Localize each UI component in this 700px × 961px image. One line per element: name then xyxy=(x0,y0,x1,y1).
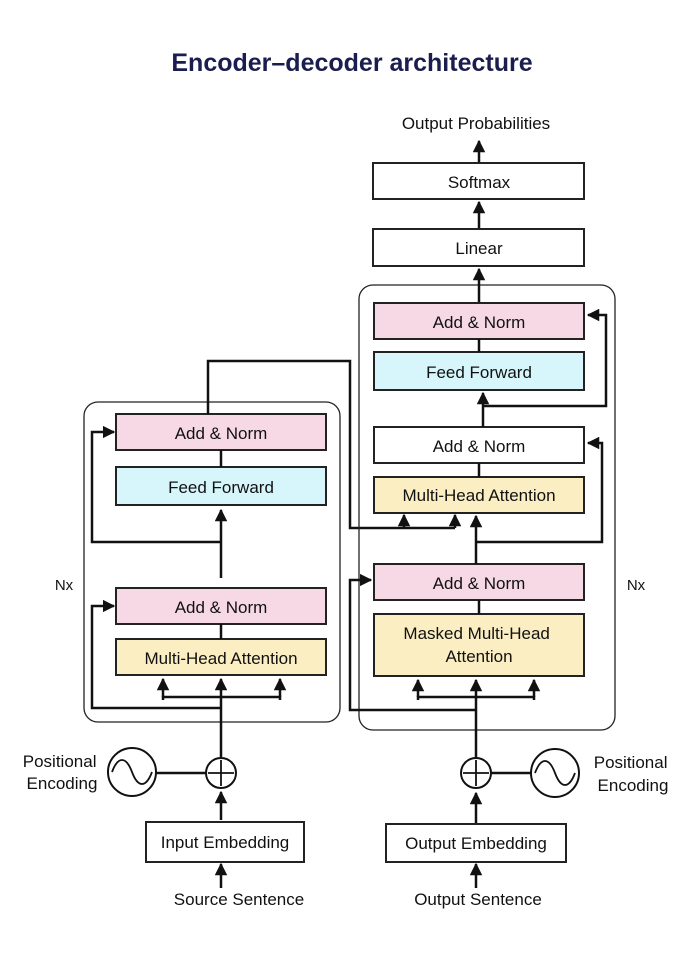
encoder-add-norm-top-label: Add & Norm xyxy=(175,424,268,443)
output-embedding-box xyxy=(385,823,567,863)
encoder-multi-head-attention-label: Multi-Head Attention xyxy=(144,649,297,668)
softmax-label: Softmax xyxy=(448,173,511,192)
decoder-masked-attention-line1: Masked Multi-Head xyxy=(403,624,549,643)
decoder-add-norm-bottom-label: Add & Norm xyxy=(433,574,526,593)
output-embedding-label: Output Embedding xyxy=(405,834,547,853)
encoder-repeat-label: Nx xyxy=(55,577,74,594)
softmax-box xyxy=(372,162,585,200)
encoder-positional-encoding-line1: Positional xyxy=(23,752,97,771)
encoder-positional-encoding-label: Positional Encoding xyxy=(23,752,101,793)
decoder-add-norm-top-label: Add & Norm xyxy=(433,313,526,332)
decoder-add-norm-top-box xyxy=(373,302,585,340)
diagram-title: Encoder–decoder architecture xyxy=(171,49,532,77)
encoder-feed-forward-label: Feed Forward xyxy=(168,478,274,497)
decoder-add-norm-bottom-box xyxy=(373,563,585,601)
linear-box xyxy=(372,228,585,267)
encoder-add-norm-bottom-box xyxy=(115,587,327,625)
decoder-feed-forward-label: Feed Forward xyxy=(426,363,532,382)
input-embedding-label: Input Embedding xyxy=(161,833,290,852)
decoder-add-norm-middle-box xyxy=(373,426,585,464)
linear-label: Linear xyxy=(455,239,503,258)
decoder-repeat-label: Nx xyxy=(627,577,646,594)
decoder-positional-encoding-line1: Positional xyxy=(594,753,668,772)
encoder-add-norm-bottom-label: Add & Norm xyxy=(175,598,268,617)
decoder-stack-frame xyxy=(358,284,616,731)
decoder-positional-encoding-label: Positional Encoding xyxy=(594,753,672,795)
decoder-add-norm-middle-label: Add & Norm xyxy=(433,437,526,456)
output-probabilities-label: Output Probabilities xyxy=(402,114,550,133)
source-sentence-label: Source Sentence xyxy=(174,890,304,909)
encoder-stack-frame xyxy=(83,401,341,723)
decoder-multi-head-attention-box xyxy=(373,476,585,514)
input-embedding-box xyxy=(145,821,305,863)
encoder-feed-forward-box xyxy=(115,466,327,506)
decoder-masked-attention-label: Masked Multi-Head Attention xyxy=(403,624,554,666)
decoder-positional-encoding-line2: Encoding xyxy=(598,776,669,795)
output-sentence-label: Output Sentence xyxy=(414,890,542,909)
decoder-masked-attention-box xyxy=(373,613,585,677)
decoder-multi-head-attention-label: Multi-Head Attention xyxy=(402,486,555,505)
decoder-masked-attention-line2: Attention xyxy=(445,647,512,666)
encoder-positional-encoding-line2: Encoding xyxy=(27,774,98,793)
